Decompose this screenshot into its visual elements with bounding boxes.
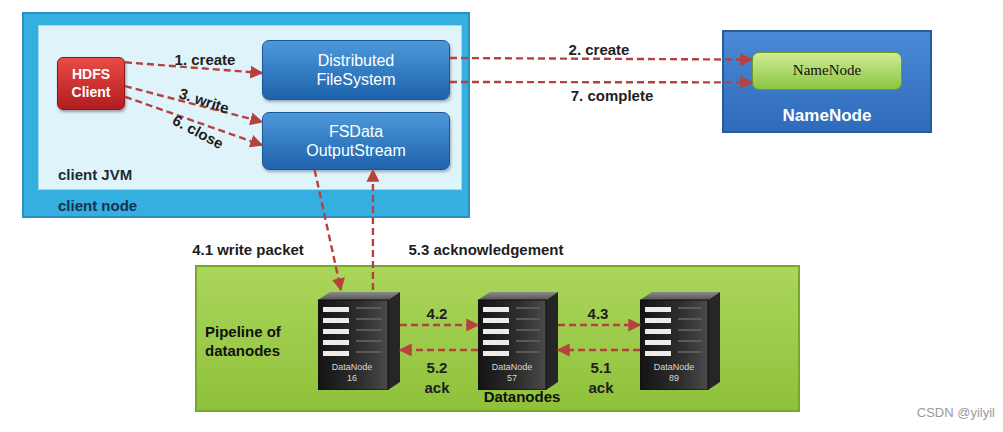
server-slot (678, 351, 702, 353)
datanode-group: Pipeline of datanodesDatanodes DataNode 1… (195, 265, 800, 412)
server-bay (323, 351, 349, 356)
server-bay (645, 318, 671, 323)
server-slot (356, 307, 382, 309)
server-slot (356, 340, 382, 342)
edge-label: 2. create (569, 40, 630, 60)
server-bay (645, 329, 671, 334)
server-slot (678, 329, 702, 331)
dashed-arrow (558, 349, 640, 351)
node-label: NameNode (753, 62, 901, 79)
server-front (478, 300, 546, 390)
server-bay (323, 307, 349, 312)
process-box: NameNode (752, 52, 902, 90)
server-slot (516, 351, 540, 353)
server-slot (516, 318, 540, 320)
server-bay (483, 307, 509, 312)
client-node-box: client node client JVM HDFS Client Distribu… (22, 12, 470, 218)
dashed-arrow (315, 170, 341, 290)
server-slot (516, 329, 540, 331)
dashed-arrow (372, 170, 374, 290)
server-icon: DataNode 57 (478, 290, 558, 390)
server-bay (323, 329, 349, 334)
server-front (640, 300, 708, 390)
server-label: DataNode 89 (650, 362, 698, 384)
node-label: Pipeline of datanodes (205, 322, 313, 360)
server-bay (323, 340, 349, 345)
server-illustration (318, 290, 400, 390)
server-top (640, 292, 720, 300)
dashed-arrow (400, 349, 478, 351)
dashed-arrow (125, 97, 262, 145)
server-node-box: NameNodeNameNode (722, 30, 932, 133)
dashed-arrow (400, 324, 478, 326)
server-slot (678, 307, 702, 309)
server-slot (516, 307, 540, 309)
watermark: CSDN @yilyil (917, 405, 995, 420)
server-bay (645, 340, 671, 345)
edge-label: 4.1 write packet (192, 240, 304, 260)
process-box: FSData OutputStream (262, 112, 450, 170)
server-side (708, 292, 720, 390)
client-jvm-box: client JVM HDFS Client Distributed FileSys… (38, 25, 462, 190)
node-label: Datanodes (472, 388, 572, 405)
server-icon: DataNode 89 (640, 290, 720, 390)
dashed-arrow (450, 81, 752, 84)
server-illustration (640, 290, 720, 390)
node-label: FSData OutputStream (289, 122, 423, 160)
server-label: DataNode 16 (328, 362, 376, 384)
server-bay (645, 307, 671, 312)
edge-label: 7. complete (571, 86, 654, 106)
server-label: DataNode 57 (488, 362, 536, 384)
node-label: HDFS Client (58, 65, 124, 101)
server-slot (356, 329, 382, 331)
server-front (318, 300, 388, 390)
server-slot (356, 318, 382, 320)
dashed-arrow (558, 324, 640, 326)
process-box: Distributed FileSystem (262, 40, 450, 100)
server-bay (645, 351, 671, 356)
server-bay (483, 318, 509, 323)
node-label: Distributed FileSystem (289, 51, 423, 89)
server-slot (516, 340, 540, 342)
node-label: NameNode (724, 106, 930, 126)
server-top (478, 292, 558, 300)
server-bay (483, 329, 509, 334)
server-bay (323, 318, 349, 323)
node-label: client node (58, 197, 238, 214)
server-illustration (478, 290, 558, 390)
dashed-arrow (450, 58, 752, 60)
server-bay (483, 351, 509, 356)
server-slot (678, 340, 702, 342)
server-slot (356, 351, 382, 353)
server-top (318, 292, 400, 300)
dashed-arrow (125, 86, 262, 122)
client-box: HDFS Client (57, 57, 125, 110)
server-side (546, 292, 558, 390)
server-icon: DataNode 16 (318, 290, 400, 390)
edge-label: 5.3 acknowledgement (408, 240, 563, 260)
node-label: client JVM (58, 166, 238, 183)
server-bay (483, 340, 509, 345)
dashed-arrow (125, 62, 262, 73)
server-slot (678, 318, 702, 320)
server-side (388, 292, 400, 390)
